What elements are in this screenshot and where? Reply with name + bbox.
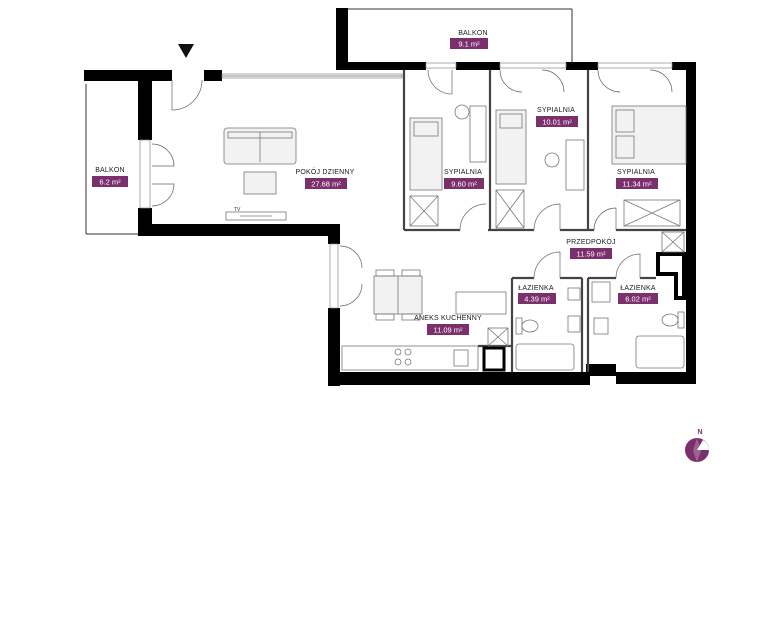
svg-text:11.59 m²: 11.59 m²: [576, 250, 606, 259]
svg-text:SYPIALNIA: SYPIALNIA: [444, 169, 482, 176]
balcony-left-outline: [85, 84, 140, 235]
svg-text:ŁAZIENKA: ŁAZIENKA: [620, 285, 656, 292]
exterior-walls: [84, 62, 696, 386]
svg-text:BALKON: BALKON: [458, 30, 488, 37]
tv-stand: [225, 211, 287, 221]
balcony-top-outline: [336, 8, 573, 70]
svg-text:11.09 m²: 11.09 m²: [433, 326, 463, 335]
room-label-balkon-left: BALKON 6.2 m²: [92, 167, 128, 187]
svg-text:10.01 m²: 10.01 m²: [542, 118, 572, 127]
svg-text:PRZEDPOKÓJ: PRZEDPOKÓJ: [566, 237, 615, 246]
svg-text:BALKON: BALKON: [95, 167, 125, 174]
bed-bedroom-1: [409, 117, 443, 191]
svg-text:6.2 m²: 6.2 m²: [99, 178, 121, 187]
svg-text:ANEKS KUCHENNY: ANEKS KUCHENNY: [414, 315, 482, 322]
interior-walls: [402, 70, 686, 372]
room-label-aneks-kuchenny: ANEKS KUCHENNY 11.09 m²: [414, 315, 482, 335]
kitchen-island: [455, 291, 507, 315]
room-label-lazienka-1: ŁAZIENKA 4.39 m²: [518, 285, 556, 304]
svg-text:N: N: [697, 429, 702, 436]
svg-text:9.1 m²: 9.1 m²: [458, 40, 480, 49]
doors: [151, 69, 673, 307]
svg-text:SYPIALNIA: SYPIALNIA: [617, 169, 655, 176]
furniture: [223, 104, 687, 372]
room-label-lazienka-2: ŁAZIENKA 6.02 m²: [618, 285, 658, 304]
room-label-sypialnia-3: SYPIALNIA 11.34 m²: [616, 169, 658, 189]
bed-bedroom-2: [495, 109, 527, 185]
room-label-sypialnia-1: SYPIALNIA 9.60 m²: [444, 169, 484, 189]
bathtub-2: [635, 335, 685, 369]
kitchen-counter: [341, 345, 479, 371]
windows: [139, 62, 673, 309]
room-label-balkon-top: BALKON 9.1 m²: [450, 30, 488, 49]
bed-bedroom-3: [611, 105, 687, 165]
entrance-triangle-icon: [178, 44, 194, 58]
svg-text:27.68 m²: 27.68 m²: [311, 180, 341, 189]
svg-text:SYPIALNIA: SYPIALNIA: [537, 107, 575, 114]
svg-text:4.39 m²: 4.39 m²: [524, 295, 550, 304]
svg-text:ŁAZIENKA: ŁAZIENKA: [518, 285, 554, 292]
room-label-pokoj-dzienny: POKÓJ DZIENNY 27.68 m²: [296, 167, 355, 189]
coffee-table: [243, 171, 277, 195]
north-compass-icon: N: [685, 429, 709, 462]
svg-text:6.02 m²: 6.02 m²: [625, 295, 651, 304]
tv-label: TV: [234, 207, 241, 213]
room-label-sypialnia-2: SYPIALNIA 10.01 m²: [536, 107, 578, 127]
room-label-przedpokoj: PRZEDPOKÓJ 11.59 m²: [566, 237, 616, 259]
svg-text:POKÓJ DZIENNY: POKÓJ DZIENNY: [296, 167, 355, 176]
bathtub-1: [515, 343, 575, 371]
svg-text:9.60 m²: 9.60 m²: [451, 180, 477, 189]
svg-text:11.34 m²: 11.34 m²: [622, 180, 652, 189]
